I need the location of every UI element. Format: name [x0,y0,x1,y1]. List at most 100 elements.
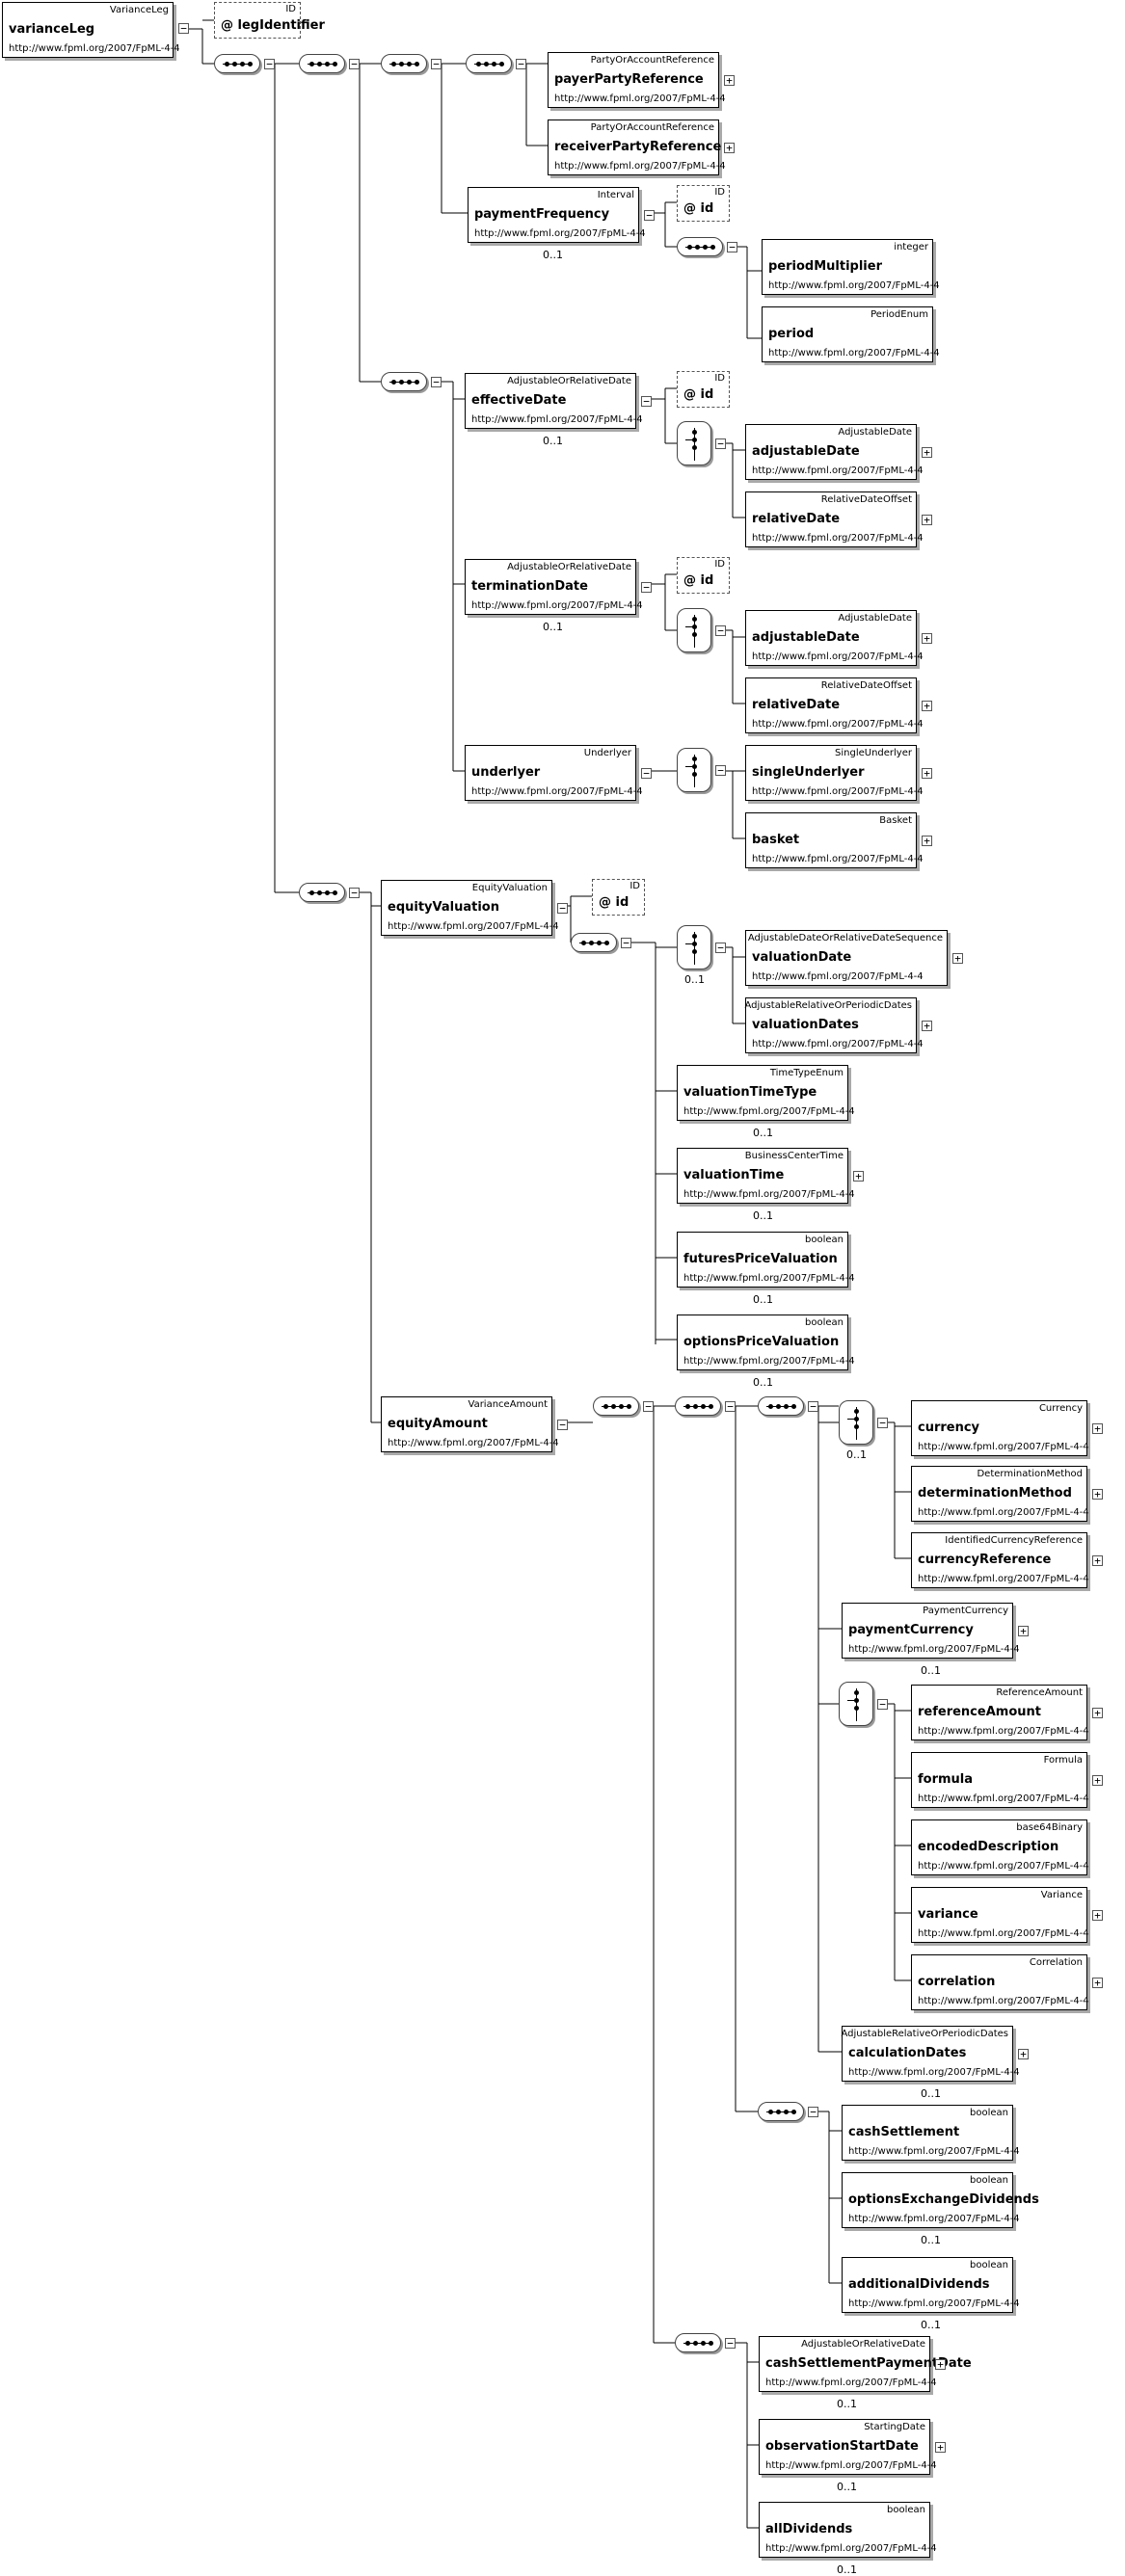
expand-toggle[interactable]: + [1092,1708,1103,1718]
expand-toggle[interactable]: + [922,836,932,846]
collapse-toggle[interactable]: − [557,1420,568,1430]
collapse-toggle[interactable]: − [808,2107,818,2117]
collapse-toggle[interactable]: − [557,903,568,914]
expand-toggle[interactable]: + [1092,1489,1103,1500]
sequence-compositor[interactable] [381,54,427,73]
expand-toggle[interactable]: + [922,447,932,458]
collapse-toggle[interactable]: − [264,59,275,69]
sequence-compositor[interactable] [758,1396,804,1416]
collapse-toggle[interactable]: − [715,438,726,449]
collapse-toggle[interactable]: − [641,396,652,407]
expand-toggle[interactable]: + [1018,1626,1029,1636]
sequence-compositor[interactable] [299,54,345,73]
sequence-compositor[interactable] [593,1396,639,1416]
expand-toggle[interactable]: + [1018,2049,1029,2059]
attribute-box[interactable]: ID@ id [677,185,730,222]
sequence-compositor[interactable] [466,54,512,73]
collapse-toggle[interactable]: − [643,1401,654,1412]
choice-compositor[interactable] [839,1400,873,1445]
attribute-box[interactable]: ID@ id [677,557,730,594]
choice-compositor[interactable] [677,421,711,465]
collapse-toggle[interactable]: − [431,377,442,387]
collapse-toggle[interactable]: − [715,625,726,636]
expand-toggle[interactable]: + [1092,1978,1103,1988]
sequence-compositor[interactable] [381,372,427,391]
collapse-toggle[interactable]: − [641,582,652,593]
collapse-toggle[interactable]: − [715,765,726,776]
collapse-toggle[interactable]: − [349,888,360,898]
collapse-toggle[interactable]: − [621,938,631,948]
expand-toggle[interactable]: + [1092,1775,1103,1786]
sequence-compositor[interactable] [675,2333,721,2352]
choice-compositor[interactable] [839,1682,873,1726]
collapse-toggle[interactable]: − [725,2338,736,2349]
expand-toggle[interactable]: + [952,953,963,964]
expand-toggle[interactable]: + [935,2359,946,2370]
attribute-box[interactable]: ID@ legIdentifier [214,2,325,39]
expand-toggle[interactable]: + [1092,1910,1103,1921]
expand-toggle[interactable]: + [724,75,735,86]
expand-toggle[interactable]: + [1092,1555,1103,1566]
expand-toggle[interactable]: + [853,1171,864,1182]
sequence-compositor[interactable] [571,933,617,952]
expand-toggle[interactable]: + [1092,1423,1103,1434]
expand-toggle[interactable]: + [922,701,932,711]
sequence-compositor[interactable] [675,1396,721,1416]
collapse-toggle[interactable]: − [877,1418,888,1428]
expand-toggle[interactable]: + [922,768,932,779]
collapse-toggle[interactable]: − [516,59,526,69]
expand-toggle[interactable]: + [922,633,932,644]
expand-toggle[interactable]: + [724,143,735,153]
collapse-toggle[interactable]: − [349,59,360,69]
collapse-toggle[interactable]: − [431,59,442,69]
collapse-toggle[interactable]: − [641,768,652,779]
choice-compositor[interactable] [677,608,711,652]
collapse-toggle[interactable]: − [808,1401,818,1412]
sequence-compositor[interactable] [758,2102,804,2121]
attribute-box[interactable]: ID@ id [592,879,645,916]
choice-compositor[interactable] [677,925,711,969]
choice-compositor[interactable] [677,748,711,792]
collapse-toggle[interactable]: − [178,23,189,34]
collapse-toggle[interactable]: − [715,943,726,953]
collapse-toggle[interactable]: − [727,242,737,252]
expand-toggle[interactable]: + [922,515,932,525]
collapse-toggle[interactable]: − [644,210,655,221]
collapse-toggle[interactable]: − [877,1699,888,1710]
collapse-toggle[interactable]: − [725,1401,736,1412]
attribute-box[interactable]: ID@ id [677,371,730,408]
